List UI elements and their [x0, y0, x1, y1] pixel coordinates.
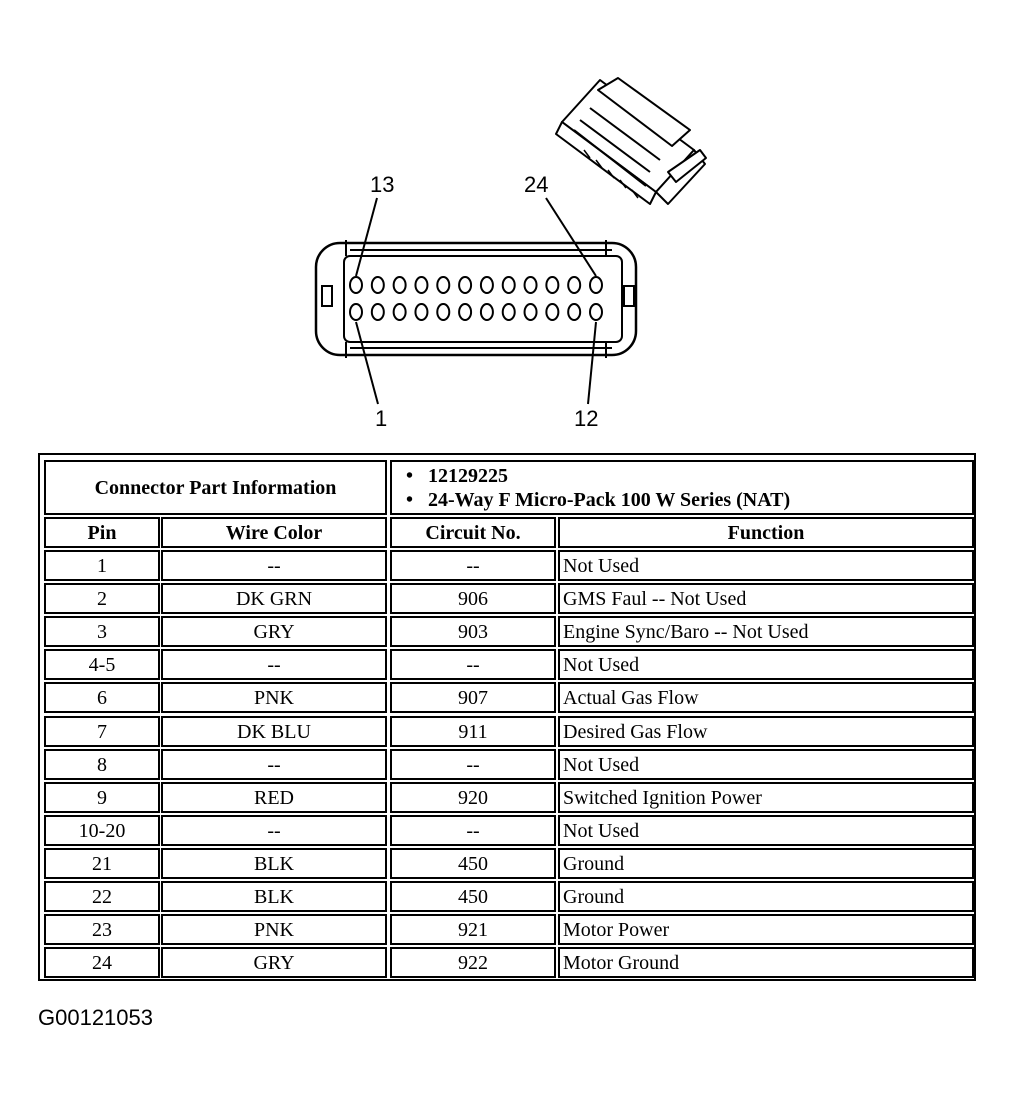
pin-label-13: 13: [370, 172, 394, 197]
cell-wire-color: --: [161, 815, 387, 846]
cell-pin: 4-5: [44, 649, 160, 680]
pin-hole: [436, 276, 451, 294]
cell-pin: 1: [44, 550, 160, 581]
cell-function: Engine Sync/Baro -- Not Used: [558, 616, 974, 647]
pin-hole: [479, 276, 494, 294]
connector-table: Connector Part Information 12129225 24-Way…: [38, 453, 976, 981]
pin-holes: [349, 276, 603, 321]
cell-wire-color: --: [161, 550, 387, 581]
cell-function: Not Used: [558, 649, 974, 680]
cell-function: Actual Gas Flow: [558, 682, 974, 713]
pin-hole: [458, 276, 473, 294]
cell-wire-color: --: [161, 749, 387, 780]
connector-face: [314, 240, 638, 358]
pin-hole: [567, 276, 582, 294]
cell-pin: 2: [44, 583, 160, 614]
pin-hole: [501, 303, 516, 321]
pin-hole: [501, 276, 516, 294]
cell-wire-color: PNK: [161, 914, 387, 945]
cell-function: Ground: [558, 848, 974, 879]
cell-circuit: --: [390, 815, 556, 846]
cell-circuit: 903: [390, 616, 556, 647]
pin-label-24: 24: [524, 172, 548, 197]
cell-wire-color: DK GRN: [161, 583, 387, 614]
cell-wire-color: PNK: [161, 682, 387, 713]
cell-function: Motor Power: [558, 914, 974, 945]
cell-pin: 23: [44, 914, 160, 945]
cell-pin: 22: [44, 881, 160, 912]
figure-id: G00121053: [38, 1005, 153, 1030]
cell-circuit: 907: [390, 682, 556, 713]
cell-pin: 10-20: [44, 815, 160, 846]
pin-hole: [458, 303, 473, 321]
pin-hole: [523, 276, 538, 294]
pin-hole: [370, 276, 385, 294]
pin-hole: [545, 303, 560, 321]
header-function: Function: [558, 517, 974, 548]
pin-hole: [436, 303, 451, 321]
pin-hole: [414, 276, 429, 294]
leader-lines: [355, 197, 597, 405]
cell-wire-color: GRY: [161, 616, 387, 647]
connector-perspective-sketch: [555, 77, 707, 205]
pin-hole: [589, 303, 603, 321]
part-info-item: 12129225: [406, 466, 508, 486]
cell-function: Not Used: [558, 749, 974, 780]
cell-wire-color: GRY: [161, 947, 387, 978]
cell-pin: 9: [44, 782, 160, 813]
pin-hole: [349, 303, 363, 321]
pin-label-12: 12: [574, 406, 598, 431]
pin-hole: [479, 303, 494, 321]
cell-pin: 7: [44, 716, 160, 747]
cell-circuit: 922: [390, 947, 556, 978]
cell-pin: 6: [44, 682, 160, 713]
connector-part-info-values: 12129225 24-Way F Micro-Pack 100 W Series…: [390, 460, 974, 515]
connector-part-info-label: Connector Part Information: [44, 460, 387, 515]
cell-pin: 21: [44, 848, 160, 879]
pin-hole: [370, 303, 385, 321]
cell-wire-color: --: [161, 649, 387, 680]
pin-hole: [392, 276, 407, 294]
cell-wire-color: BLK: [161, 881, 387, 912]
cell-wire-color: RED: [161, 782, 387, 813]
cell-circuit: --: [390, 550, 556, 581]
cell-function: Not Used: [558, 815, 974, 846]
cell-circuit: 450: [390, 848, 556, 879]
cell-function: Desired Gas Flow: [558, 716, 974, 747]
cell-function: Motor Ground: [558, 947, 974, 978]
cell-function: Switched Ignition Power: [558, 782, 974, 813]
cell-circuit: 911: [390, 716, 556, 747]
cell-wire-color: BLK: [161, 848, 387, 879]
pin-hole: [349, 276, 363, 294]
header-pin: Pin: [44, 517, 160, 548]
cell-pin: 24: [44, 947, 160, 978]
pin-hole: [392, 303, 407, 321]
cell-function: Not Used: [558, 550, 974, 581]
cell-pin: 3: [44, 616, 160, 647]
header-wire-color: Wire Color: [161, 517, 387, 548]
cell-circuit: --: [390, 749, 556, 780]
cell-circuit: 906: [390, 583, 556, 614]
cell-circuit: 920: [390, 782, 556, 813]
connector-diagram: 13 24 1 12: [314, 77, 707, 431]
pin-hole: [545, 276, 560, 294]
cell-circuit: 450: [390, 881, 556, 912]
pin-hole: [414, 303, 429, 321]
cell-function: Ground: [558, 881, 974, 912]
pin-hole: [567, 303, 582, 321]
cell-circuit: --: [390, 649, 556, 680]
header-circuit: Circuit No.: [390, 517, 556, 548]
cell-circuit: 921: [390, 914, 556, 945]
cell-function: GMS Faul -- Not Used: [558, 583, 974, 614]
pin-label-1: 1: [375, 406, 387, 431]
part-info-item: 24-Way F Micro-Pack 100 W Series (NAT): [406, 490, 790, 510]
pin-hole: [523, 303, 538, 321]
cell-wire-color: DK BLU: [161, 716, 387, 747]
pin-hole: [589, 276, 603, 294]
cell-pin: 8: [44, 749, 160, 780]
